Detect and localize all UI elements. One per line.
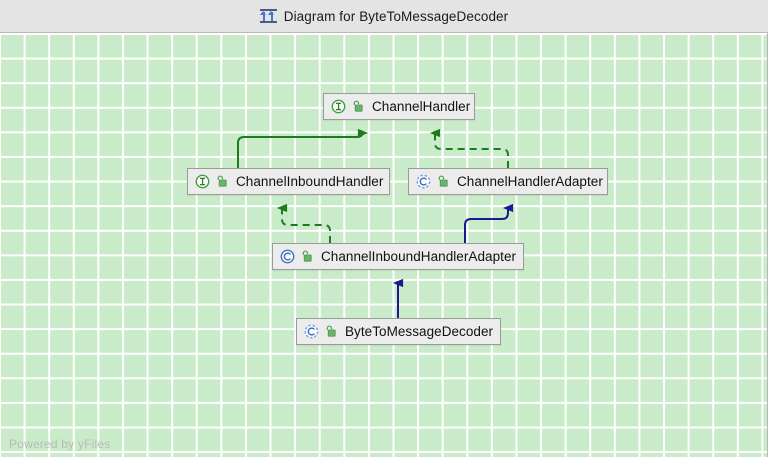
class-node-channel-inbound-handler-adapter[interactable]: ChannelInboundHandlerAdapter <box>272 243 524 270</box>
class-node-byte-to-message-decoder[interactable]: ByteToMessageDecoder <box>296 318 501 345</box>
yfiles-watermark: Powered by yFiles <box>9 437 111 451</box>
class-node-channel-inbound-handler[interactable]: ChannelInboundHandler <box>187 168 390 195</box>
lock-icon <box>351 100 364 113</box>
page-title: Diagram for ByteToMessageDecoder <box>283 8 509 24</box>
edge-inbound-extends-handler <box>237 128 369 168</box>
edge-adapter-implements-handler <box>429 128 509 168</box>
edge-inbound-adapter-extends-adapter <box>464 203 514 243</box>
class-node-label: ChannelInboundHandlerAdapter <box>321 248 517 264</box>
hierarchy-icon <box>259 8 277 24</box>
class-node-channel-handler-adapter[interactable]: ChannelHandlerAdapter <box>408 168 608 195</box>
class-c-icon <box>280 249 295 264</box>
header-title-group: Diagram for ByteToMessageDecoder <box>259 8 509 24</box>
interface-i-icon <box>331 99 346 114</box>
class-node-channel-handler[interactable]: ChannelHandler <box>323 93 475 120</box>
edge-inbound-adapter-implements-inbound <box>276 203 331 243</box>
lock-icon <box>215 175 228 188</box>
abstract-class-c-icon <box>304 324 319 339</box>
interface-i-icon <box>195 174 210 189</box>
class-node-label: ChannelInboundHandler <box>236 173 384 189</box>
class-node-label: ByteToMessageDecoder <box>345 323 494 339</box>
lock-icon <box>324 325 337 338</box>
abstract-class-c-icon <box>416 174 431 189</box>
diagram-canvas[interactable]: ChannelHandler : solid green --> Channel… <box>0 32 768 457</box>
class-node-label: ChannelHandler <box>372 98 471 114</box>
lock-icon <box>436 175 449 188</box>
class-node-label: ChannelHandlerAdapter <box>457 173 603 189</box>
lock-icon <box>300 250 313 263</box>
window-header: Diagram for ByteToMessageDecoder <box>0 0 768 32</box>
